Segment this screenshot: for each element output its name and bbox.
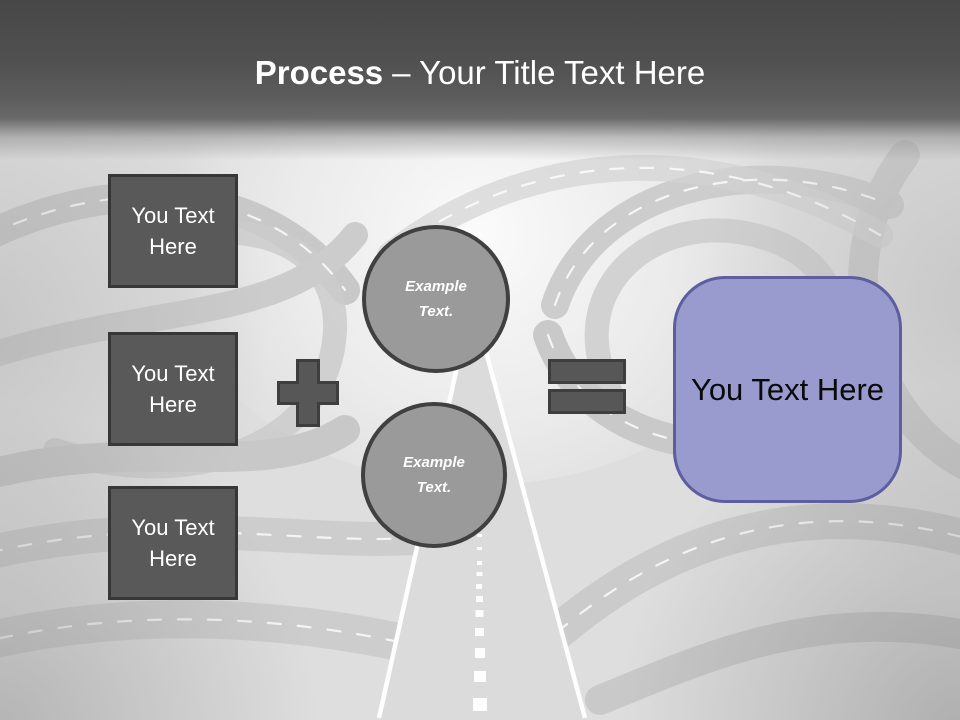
title-subtitle: – Your Title Text Here [392,54,706,91]
text-placeholder-3[interactable]: You Text Here [108,486,238,600]
plus-icon [277,359,339,427]
title-keyword: Process [254,54,384,91]
page-title[interactable]: Process– Your Title Text Here [0,0,960,89]
example-circle-1-label: Example Text. [405,277,467,321]
result-placeholder-label: You Text Here [690,371,885,407]
text-placeholder-2-label: You Text Here [131,360,215,417]
text-placeholder-1[interactable]: You Text Here [108,174,238,288]
example-circle-2[interactable]: Example Text. [361,402,507,548]
text-placeholder-3-label: You Text Here [131,514,215,571]
text-placeholder-2[interactable]: You Text Here [108,332,238,446]
equals-icon [548,359,626,414]
example-circle-2-label: Example Text. [403,453,465,497]
result-placeholder[interactable]: You Text Here [673,276,902,503]
text-placeholder-1-label: You Text Here [131,202,215,259]
slide-header: Process– Your Title Text Here [0,0,960,160]
example-circle-1[interactable]: Example Text. [362,225,510,373]
